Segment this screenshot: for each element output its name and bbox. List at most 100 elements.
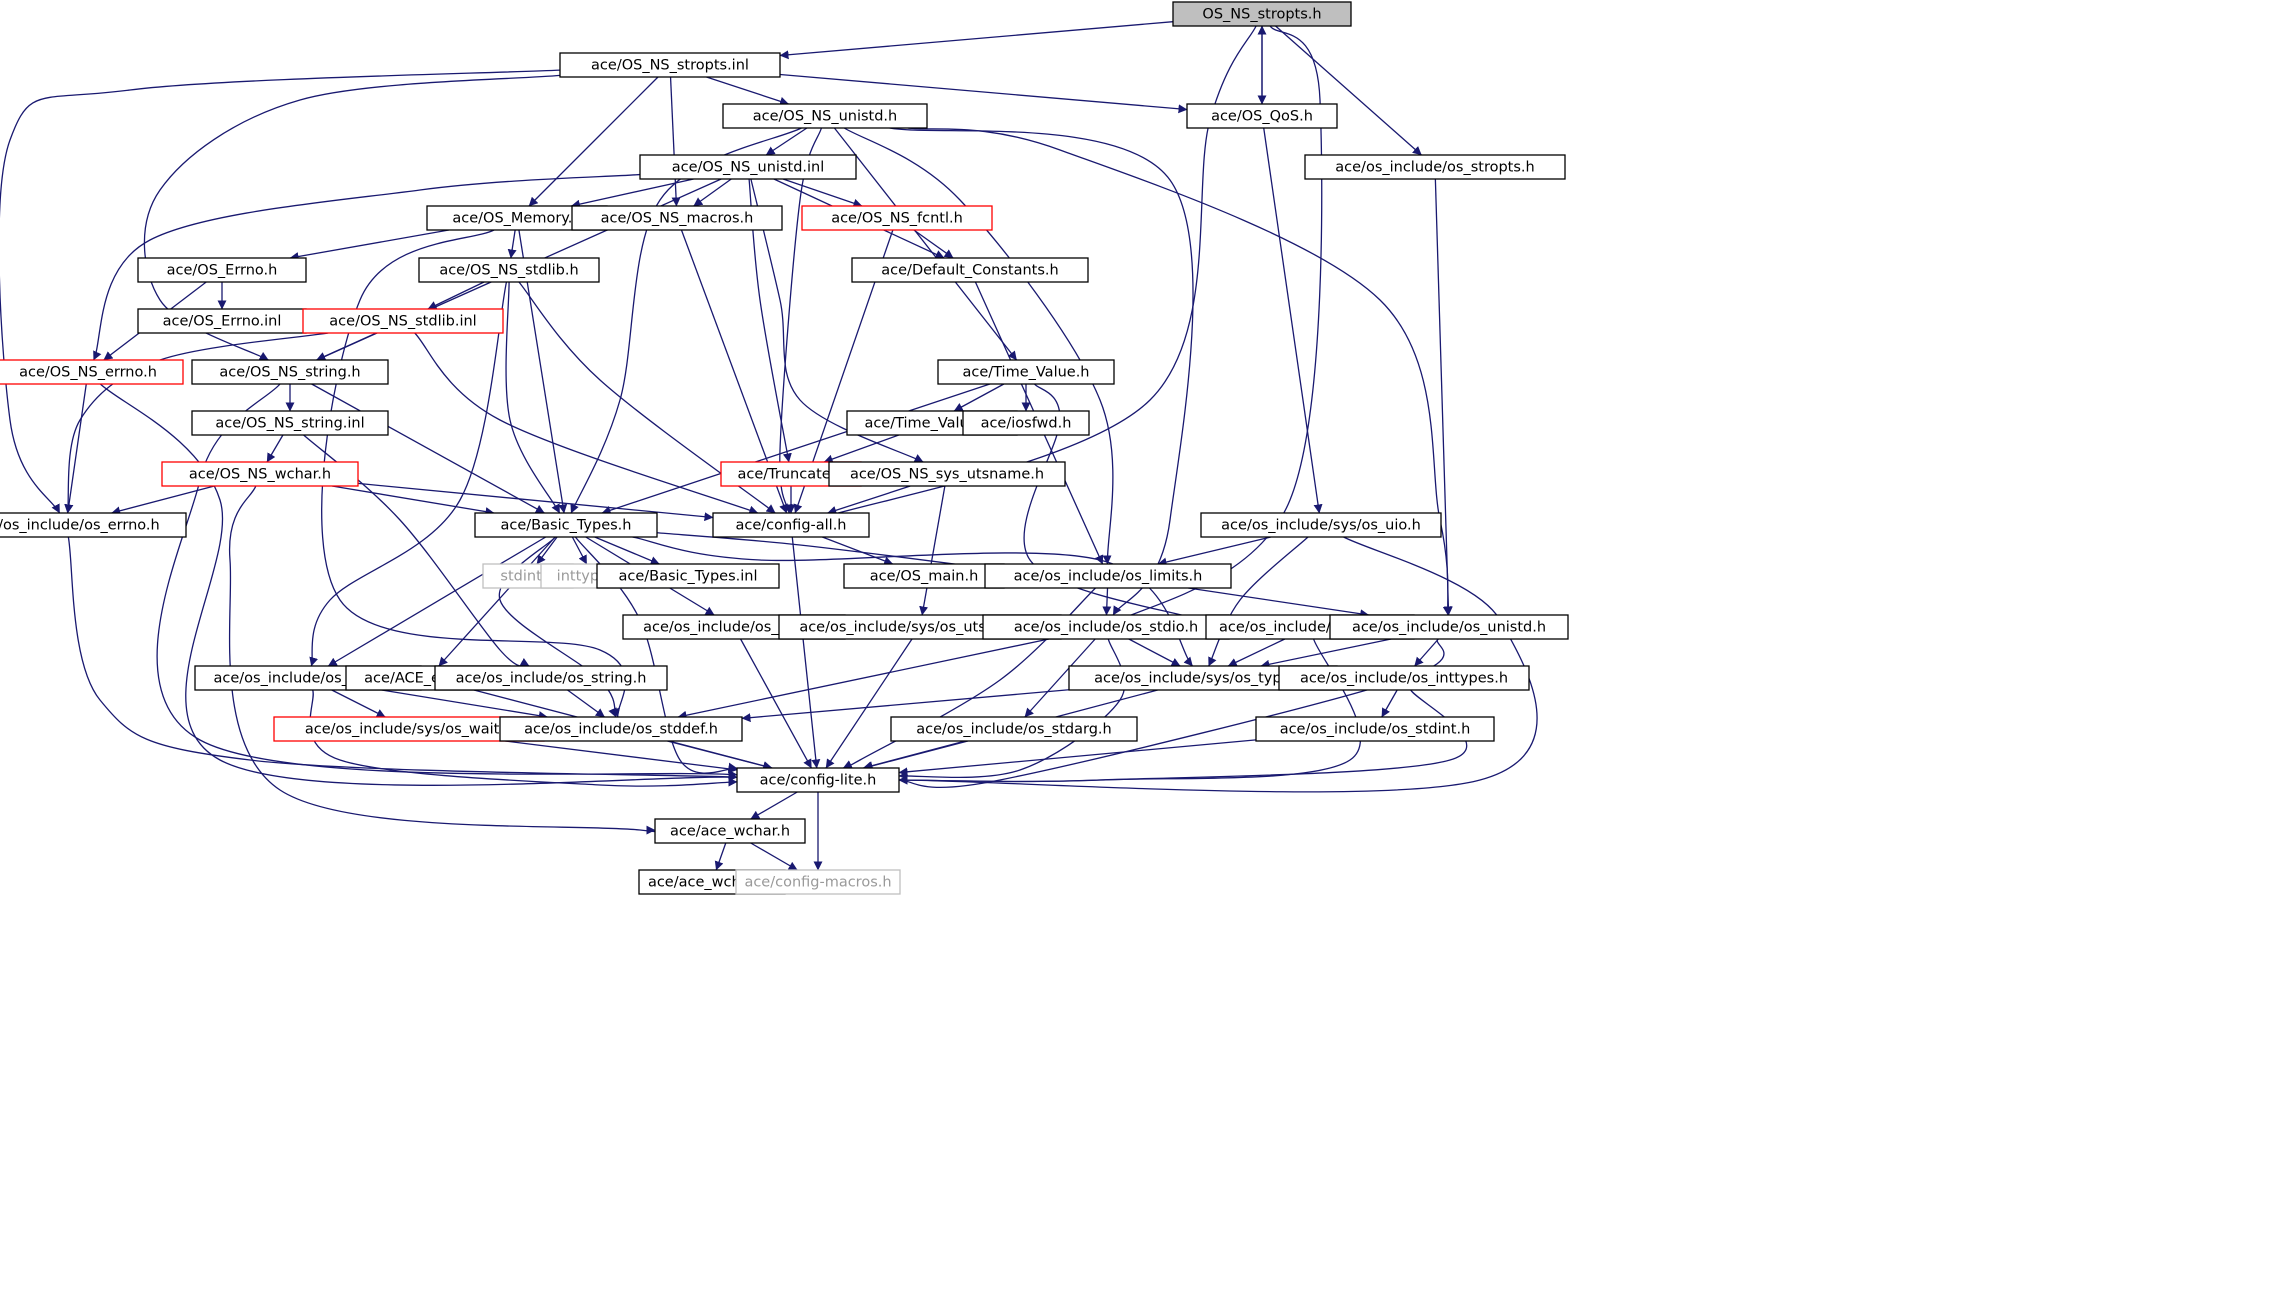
node-ace-os-include-os-errno-h[interactable]: ace/os_include/os_errno.h xyxy=(0,512,187,538)
node-ace-config-lite-h[interactable]: ace/config-lite.h xyxy=(736,767,900,793)
node-ace-os-include-os-stdint-h[interactable]: ace/os_include/os_stdint.h xyxy=(1255,716,1495,742)
node-label: ace/Time_Value.h xyxy=(962,365,1089,381)
node-box xyxy=(418,257,600,283)
edge-n40-to-n43 xyxy=(741,689,1070,723)
edge-n36-to-n41 xyxy=(1414,638,1439,667)
node-label: ace/os_include/sys/os_wait.h xyxy=(305,722,513,738)
edge-n11-to-n24 xyxy=(505,281,561,514)
node-box xyxy=(712,512,870,538)
node-ace-os-ns-unistd-inl[interactable]: ace/OS_NS_unistd.inl xyxy=(639,154,857,180)
edge-n24-to-n37 xyxy=(327,536,547,667)
edge-n13-to-n15 xyxy=(316,332,377,361)
edge-n14-to-n23 xyxy=(64,383,87,514)
node-ace-os-include-os-inttypes-h[interactable]: ace/os_include/os_inttypes.h xyxy=(1278,665,1530,691)
edge-n31-to-n34 xyxy=(1102,587,1112,616)
node-ace-basic-types-h[interactable]: ace/Basic_Types.h xyxy=(474,512,658,538)
node-box xyxy=(273,716,545,742)
edge-n25-to-n30 xyxy=(822,536,894,566)
node-label: ace/OS_QoS.h xyxy=(1211,109,1313,125)
node-label: ace/os_include/os_inttypes.h xyxy=(1300,671,1508,687)
edge-n45-to-n46 xyxy=(898,739,1257,777)
edge-n24-to-n28 xyxy=(571,536,588,565)
node-ace-os-include-os-stdarg-h[interactable]: ace/os_include/os_stdarg.h xyxy=(890,716,1138,742)
node-label: ace/OS_NS_macros.h xyxy=(601,211,754,227)
edge-n41-to-n45 xyxy=(1381,689,1398,718)
node-ace-os-include-os-stropts-h[interactable]: ace/os_include/os_stropts.h xyxy=(1304,154,1566,180)
node-label: ace/Truncate.h xyxy=(738,467,845,483)
edge-n1-to-n3 xyxy=(779,73,1188,114)
node-box xyxy=(0,359,184,385)
node-ace-iosfwd-h[interactable]: ace/iosfwd.h xyxy=(962,410,1090,436)
node-ace-basic-types-inl[interactable]: ace/Basic_Types.inl xyxy=(596,563,780,589)
node-ace-os-include-os-string-h[interactable]: ace/os_include/os_string.h xyxy=(434,665,668,691)
node-ace-os-ns-sys-utsname-h[interactable]: ace/OS_NS_sys_utsname.h xyxy=(828,461,1066,487)
edge-n6-to-n10 xyxy=(289,229,450,261)
node-ace-os-ns-stdlib-inl[interactable]: ace/OS_NS_stdlib.inl xyxy=(302,308,504,334)
node-ace-ace-wchar-h[interactable]: ace/ace_wchar.h xyxy=(654,818,806,844)
node-box xyxy=(137,308,307,334)
node-ace-time-value-h[interactable]: ace/Time_Value.h xyxy=(937,359,1115,385)
node-ace-os-ns-unistd-h[interactable]: ace/OS_NS_unistd.h xyxy=(722,103,928,129)
node-ace-os-ns-string-h[interactable]: ace/OS_NS_string.h xyxy=(191,359,389,385)
node-label: ace/OS_NS_stropts.inl xyxy=(591,58,749,74)
node-ace-config-all-h[interactable]: ace/config-all.h xyxy=(712,512,870,538)
node-ace-os-errno-inl[interactable]: ace/OS_Errno.inl xyxy=(137,308,307,334)
node-label: ace/os_include/os_errno.h xyxy=(0,518,160,534)
edge-n23-to-n46 xyxy=(67,536,738,782)
edge-n20-to-n25 xyxy=(357,482,714,522)
node-ace-os-ns-wchar-h[interactable]: ace/OS_NS_wchar.h xyxy=(161,461,359,487)
edge-n2-to-n31 xyxy=(843,127,1114,565)
node-box xyxy=(1255,716,1495,742)
edge-n31-to-n36 xyxy=(1188,587,1370,619)
node-label: ace/os_include/os_stdio.h xyxy=(1014,620,1198,636)
node-ace-os-include-os-unistd-h[interactable]: ace/os_include/os_unistd.h xyxy=(1329,614,1569,640)
edge-n0-to-n4 xyxy=(1275,25,1422,156)
node-ace-os-ns-fcntl-h[interactable]: ace/OS_NS_fcntl.h xyxy=(801,205,993,231)
node-ace-os-include-os-limits-h[interactable]: ace/os_include/os_limits.h xyxy=(984,563,1232,589)
node-box xyxy=(937,359,1115,385)
node-box xyxy=(1304,154,1566,180)
node-label: ace/Basic_Types.inl xyxy=(618,569,757,585)
node-ace-os-ns-stropts-inl[interactable]: ace/OS_NS_stropts.inl xyxy=(559,52,781,78)
node-os-ns-stropts-h[interactable]: OS_NS_stropts.h xyxy=(1172,1,1352,27)
node-label: ace/os_include/os_stdint.h xyxy=(1280,722,1471,738)
node-box xyxy=(801,205,993,231)
node-label: ace/OS_NS_stdlib.inl xyxy=(329,314,476,330)
node-label: ace/OS_NS_errno.h xyxy=(19,365,157,381)
edge-n34-to-n44 xyxy=(1024,638,1096,718)
edge-n17-to-n20 xyxy=(266,434,284,463)
edge-n32-to-n46 xyxy=(740,638,812,769)
node-label: ace/OS_NS_unistd.inl xyxy=(672,160,825,176)
node-ace-os-ns-errno-h[interactable]: ace/OS_NS_errno.h xyxy=(0,359,184,385)
node-ace-default-constants-h[interactable]: ace/Default_Constants.h xyxy=(851,257,1089,283)
edge-n16-to-n24 xyxy=(601,383,991,515)
node-box xyxy=(1172,1,1352,27)
node-ace-os-include-sys-os-wait-h[interactable]: ace/os_include/sys/os_wait.h xyxy=(273,716,545,742)
node-ace-os-errno-h[interactable]: ace/OS_Errno.h xyxy=(137,257,307,283)
node-box xyxy=(843,563,1005,589)
edge-n13-to-n25 xyxy=(414,332,759,515)
node-label: ace/os_include/sys/os_utsname.h xyxy=(799,620,1040,636)
edge-n26-to-n40 xyxy=(1208,536,1309,667)
node-ace-os-main-h[interactable]: ace/OS_main.h xyxy=(843,563,1005,589)
node-ace-os-ns-stdlib-h[interactable]: ace/OS_NS_stdlib.h xyxy=(418,257,600,283)
node-label: ace/Default_Constants.h xyxy=(881,263,1058,279)
node-ace-os-qos-h[interactable]: ace/OS_QoS.h xyxy=(1186,103,1338,129)
edge-n15-to-n24 xyxy=(311,383,545,514)
edge-n2-to-n5 xyxy=(765,127,808,156)
node-box xyxy=(962,410,1090,436)
node-label: ace/OS_NS_sys_utsname.h xyxy=(850,467,1044,483)
edge-n24-to-n38 xyxy=(438,536,556,667)
node-ace-os-include-os-stddef-h[interactable]: ace/os_include/os_stddef.h xyxy=(499,716,743,742)
node-ace-config-macros-h[interactable]: ace/config-macros.h xyxy=(735,869,901,895)
node-ace-os-include-os-stdio-h[interactable]: ace/os_include/os_stdio.h xyxy=(982,614,1230,640)
node-ace-os-include-sys-os-uio-h[interactable]: ace/os_include/sys/os_uio.h xyxy=(1200,512,1442,538)
node-ace-os-ns-macros-h[interactable]: ace/OS_NS_macros.h xyxy=(571,205,783,231)
edge-n6-to-n11 xyxy=(507,229,517,259)
edge-n34-to-n40 xyxy=(1128,638,1181,667)
node-ace-os-ns-string-inl[interactable]: ace/OS_NS_string.inl xyxy=(191,410,389,436)
node-box xyxy=(571,205,783,231)
node-box xyxy=(559,52,781,78)
node-box xyxy=(654,818,806,844)
edge-n11-to-n37 xyxy=(309,281,508,667)
